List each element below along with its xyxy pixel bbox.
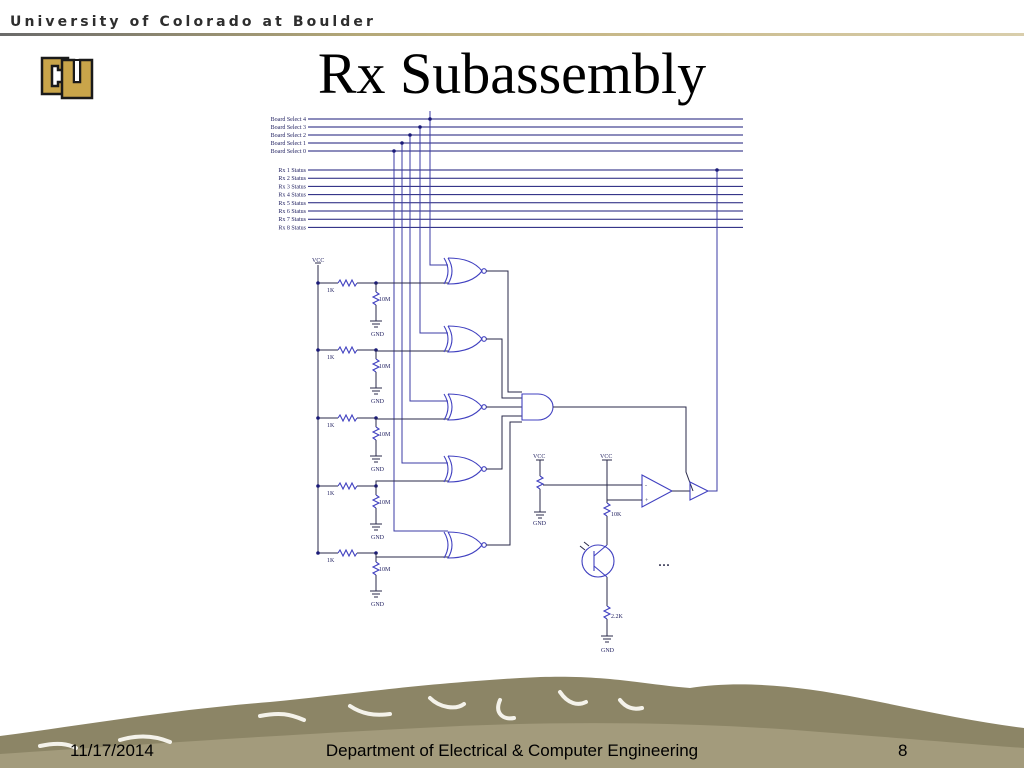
gnd-label: GND (371, 602, 385, 608)
collector-resistor: 10K (611, 512, 622, 518)
rx-schematic: Board Select 4 Board Select 3 Board Select… (271, 111, 743, 654)
bus-label: Board Select 1 (271, 141, 306, 147)
input-stage: 1K 10M GND (316, 455, 487, 541)
minus-sign: - (645, 483, 647, 489)
pullup-label: 1K (327, 288, 335, 294)
bus-label: Rx 2 Status (278, 176, 306, 182)
pulldown-label: 10M (379, 567, 391, 573)
comparator: - + (543, 474, 710, 508)
cu-logo-icon (40, 56, 94, 100)
pulldown-resistor (371, 426, 381, 441)
bus-label: Rx 3 Status (278, 184, 306, 190)
xnor-gate (443, 455, 483, 483)
bus-label: Rx 1 Status (278, 168, 306, 174)
xnor-gate (443, 531, 483, 559)
pullup-resistor (337, 413, 358, 423)
pullup-label: 1K (327, 558, 335, 564)
pullup-resistor (337, 345, 358, 355)
bus-label: Rx 5 Status (278, 201, 306, 207)
pulldown-label: 10M (379, 432, 391, 438)
pullup-resistor (337, 548, 358, 558)
footer-date: 11/17/2014 (70, 741, 154, 760)
xnor-gate (443, 325, 483, 353)
pullup-resistor (337, 278, 358, 288)
bus-label: Rx 4 Status (278, 193, 306, 199)
gnd-label: GND (533, 521, 547, 527)
header-divider (0, 33, 1024, 36)
footer-page-number: 8 (898, 741, 908, 760)
pullup-label: 1K (327, 491, 335, 497)
bus-tap-wires (392, 111, 719, 532)
gnd-label: GND (371, 467, 385, 473)
pulldown-resistor (371, 494, 381, 509)
input-stage: 1K 10M GND (316, 393, 487, 473)
bus-label: Rx 7 Status (278, 217, 306, 223)
pulldown-label: 10M (379, 297, 391, 303)
pullup-label: 1K (327, 355, 335, 361)
pullup-resistor (337, 481, 358, 491)
input-stage: 1K 10M GND (316, 257, 487, 338)
input-stage: 1K 10M GND (316, 531, 487, 608)
footer: 11/17/2014 Department of Electrical & Co… (0, 741, 1024, 765)
gnd-label: GND (371, 535, 385, 541)
phototransistor-icon (581, 544, 615, 578)
bus-label: Rx 8 Status (278, 225, 306, 231)
footer-department: Department of Electrical & Computer Engi… (325, 741, 699, 760)
buffer (689, 481, 710, 501)
bus-label: Rx 6 Status (278, 209, 306, 215)
continuation-ellipsis: ... (658, 553, 670, 570)
vcc-label: VCC (312, 258, 324, 264)
slide-title: Rx Subassembly (317, 41, 707, 106)
gnd-label: GND (371, 399, 385, 405)
gate-output-wires (486, 270, 522, 546)
xnor-gate (443, 257, 483, 285)
pulldown-label: 10M (379, 364, 391, 370)
gnd-label: GND (601, 648, 615, 654)
pullup-label: 1K (327, 423, 335, 429)
pulldown-resistor (371, 291, 381, 306)
bus-label: Board Select 2 (271, 133, 306, 139)
bus-label: Board Select 0 (271, 149, 306, 155)
pullup-rail: VCC (312, 258, 324, 553)
university-header: University of Colorado at Boulder (10, 14, 377, 30)
gnd-label: GND (371, 332, 385, 338)
xnor-gate (443, 393, 483, 421)
bus-label: Board Select 4 (271, 117, 306, 123)
vcc-label: VCC (600, 454, 612, 460)
plus-sign: + (645, 498, 649, 504)
emitter-resistor: 2.2K (611, 614, 624, 620)
pulldown-resistor (371, 358, 381, 373)
vcc-label: VCC (533, 454, 545, 460)
pulldown-resistor (371, 561, 381, 576)
phototransistor-stage: VCC 10K 2.2K GND (579, 454, 624, 654)
potentiometer: VCC GND (533, 454, 547, 527)
pulldown-label: 10M (379, 500, 391, 506)
bus-label: Board Select 3 (271, 125, 306, 131)
mountain-banner (0, 676, 1024, 768)
input-stage: 1K 10M GND (316, 325, 487, 405)
